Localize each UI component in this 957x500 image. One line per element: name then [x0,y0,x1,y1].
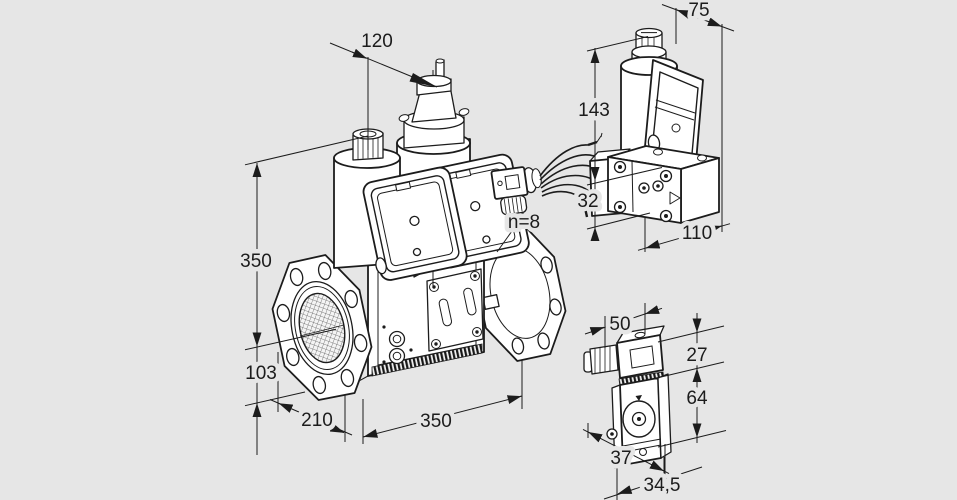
arrow-350b-right [506,395,522,405]
dim-label-side-base-height: 32 [577,191,598,212]
dim-label-side-top-width: 75 [688,0,709,21]
body-pressure-ports [382,325,413,365]
switch-top-extensions [604,303,646,348]
dim-label-switch-width: 34,5 [644,475,681,496]
dial-pointer-mark [635,395,642,401]
side-valve-base [589,145,720,224]
dim-label-switch-depth: 37 [610,448,631,469]
dim-label-side-base-width: 110 [682,223,712,244]
actuator-box-left [362,166,468,281]
body-cover-plate [426,268,484,352]
inlet-strainer-mesh [298,292,346,364]
arrow-75-left [676,9,692,19]
arrow-110-right [707,225,722,235]
arrow-37-left [588,431,603,443]
pressure-switch-view: 50 27 64 37 34,5 [582,303,727,500]
arrow-120-left [351,48,367,59]
arrow-110-left [645,239,661,249]
side-view-dimensions: 75 143 32 110 [573,0,735,252]
arrow-120-right [409,73,437,87]
bolt-count-leader [496,230,513,253]
dim-label-height: 350 [240,251,272,272]
arrow-37-right [649,460,664,472]
arrow-350b-left [363,428,379,438]
arrow-50-left [589,326,605,336]
dim-label-axis-height: 103 [245,363,277,384]
length-dimension-line [362,395,523,438]
arrow-75-right [707,17,722,27]
dim-label-side-height: 143 [578,100,610,121]
dim-label-switch-top-width: 50 [609,314,630,335]
flange-tab [482,294,500,310]
base-bolts [613,160,673,223]
arrow-50-right [645,305,660,315]
switch-connector [616,325,665,379]
switch-depth-extensions [587,423,665,477]
switch-cable-gland [583,344,619,375]
side-view-single-valve: 75 143 32 110 [573,0,735,252]
mesh-seam [299,324,345,337]
arrow-345-right [650,478,666,488]
dim-label-tower-width: 120 [361,31,393,52]
main-view-dimensions: 120 350 103 210 350 n=8 [236,27,545,455]
height-extension-lines [586,36,663,230]
top-extension-line [244,135,369,166]
main-view-double-solenoid-valve: 120 350 103 210 350 n=8 [236,27,609,455]
base-flow-arrow [669,191,681,205]
switch-body [606,373,672,469]
dim-label-switch-body-height: 64 [686,388,708,409]
bottom-extension-line [244,391,306,407]
arrow-210-left [278,402,294,413]
switch-dimensions: 50 27 64 37 34,5 [582,303,727,500]
arrow-210-right [329,423,345,434]
dim-label-depth: 210 [301,410,333,431]
dim-label-length: 350 [420,411,452,432]
left-flange-bolt-holes [276,261,368,395]
width-extension-lines [675,8,723,232]
dim-label-bolt-count: n=8 [508,212,540,233]
width-dimension-line [661,4,735,32]
mounting-clip [375,257,387,275]
arrow-345-left [617,485,633,495]
left-flange [271,254,373,442]
dim-label-switch-connector-height: 27 [686,345,707,366]
body-grille [371,343,483,377]
